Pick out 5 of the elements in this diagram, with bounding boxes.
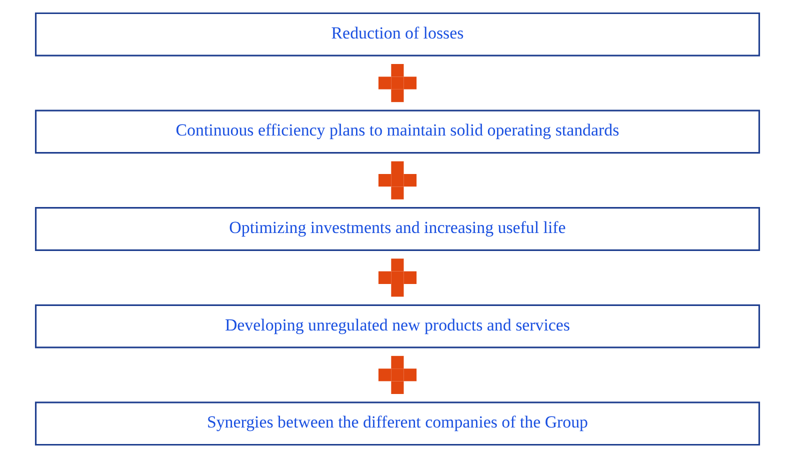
node-box: Developing unregulated new products and services: [34, 304, 760, 348]
node-box: Optimizing investments and increasing useful life: [34, 206, 760, 250]
node-box: Synergies between the different companies of the Group: [34, 401, 760, 446]
node-box: Reduction of losses: [34, 12, 760, 56]
node-box: Continuous efficiency plans to maintain solid operating standards: [34, 109, 760, 154]
